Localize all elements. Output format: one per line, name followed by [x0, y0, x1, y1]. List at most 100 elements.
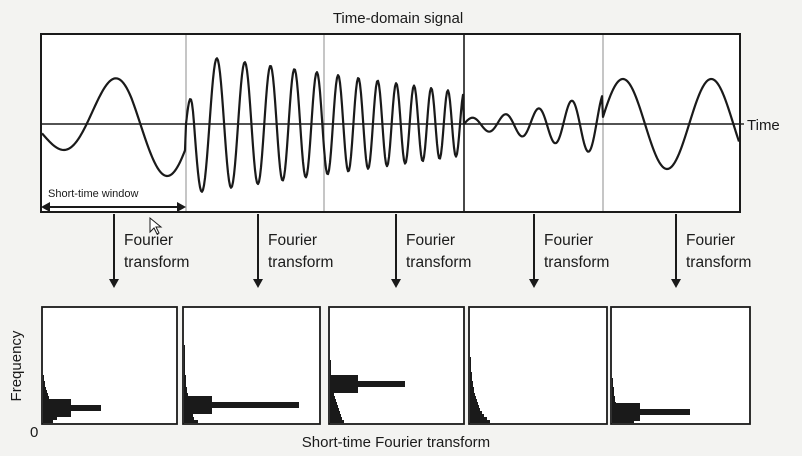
arrow-head	[253, 279, 263, 288]
spectrum-panel	[328, 306, 465, 425]
arrow-head	[529, 279, 539, 288]
spectrum-bar	[470, 372, 472, 375]
fourier-transform-label-line1: Fourier	[268, 232, 317, 249]
spectrum-bar	[330, 393, 334, 396]
spectrum-bar	[43, 393, 48, 396]
spectrum-bar	[470, 384, 473, 387]
double-arrow-icon	[41, 202, 186, 212]
spectrum-peak-bar	[330, 381, 405, 387]
spectrum-bar	[330, 411, 340, 414]
spectrum-bar	[43, 420, 53, 423]
arrow-head	[671, 279, 681, 288]
spectrum-bar	[470, 381, 473, 384]
spectrum-peak-block	[612, 403, 640, 421]
spectrum-bar	[184, 393, 188, 396]
fourier-transform-label-line1: Fourier	[686, 232, 735, 249]
spectrum-bar	[43, 387, 46, 390]
spectrum-bar	[43, 384, 45, 387]
spectrum-bar	[470, 375, 472, 378]
spectrum-bar	[612, 393, 614, 396]
spectrum-bar	[470, 405, 479, 408]
spectrum-bar	[470, 369, 471, 372]
short-time-window-label: Short-time window	[48, 188, 139, 200]
spectrum-bar	[184, 354, 185, 357]
spectrum-bar	[184, 390, 187, 393]
spectrum-bar	[330, 399, 336, 402]
spectrum-bar	[330, 360, 331, 363]
spectrum-bar	[330, 366, 331, 369]
spectrum-bar	[470, 396, 476, 399]
spectrum-bar	[470, 420, 490, 423]
fourier-transform-label-line2: transform	[124, 254, 189, 271]
spectrum-bar	[184, 414, 193, 417]
spectrum-peak-bar	[184, 402, 299, 408]
spectrum-bar	[470, 402, 478, 405]
fourier-transform-label-line2: transform	[268, 254, 333, 271]
spectrum-bar	[184, 387, 187, 390]
diagram-title: Time-domain signal	[333, 10, 463, 27]
spectrum-peak-bar	[612, 409, 690, 415]
spectrum-bar	[470, 390, 474, 393]
spectrum-bar	[330, 414, 341, 417]
spectrum-bar	[470, 357, 471, 360]
spectrum-bar	[330, 396, 335, 399]
spectrum-bar	[470, 399, 477, 402]
spectrum-bar	[612, 396, 615, 399]
spectrum-bar	[612, 387, 614, 390]
spectrum-bar	[470, 378, 472, 381]
spectrum-bar	[184, 417, 194, 420]
spectrum-bar	[470, 363, 471, 366]
spectrum-bar	[470, 366, 471, 369]
spectrum-bar	[184, 363, 185, 366]
spectrum-bar	[43, 381, 45, 384]
signal-panel	[40, 33, 741, 213]
spectrum-bar	[470, 417, 487, 420]
spectrum-bar	[612, 381, 613, 384]
spectrum-bar	[470, 393, 475, 396]
spectrum-bar	[184, 369, 185, 372]
spectrum-bar	[330, 405, 338, 408]
spectrum-bar	[612, 399, 615, 402]
mouse-cursor-icon	[149, 216, 163, 235]
spectrum-peak-block	[330, 375, 358, 393]
fourier-transform-label-line1: Fourier	[544, 232, 593, 249]
spectrum-bar	[330, 363, 331, 366]
spectrum-bar	[184, 378, 186, 381]
spectrum-bar	[184, 348, 185, 351]
spectrum-peak-block	[184, 396, 212, 414]
spectrum-bar	[470, 411, 482, 414]
spectrum-bar	[330, 402, 337, 405]
spectrum-bar	[470, 387, 474, 390]
spectrum-bar	[330, 369, 331, 372]
fourier-transform-label-line2: transform	[544, 254, 609, 271]
arrow-head	[109, 279, 119, 288]
spectrum-bar	[43, 417, 57, 420]
spectrum-bar	[470, 408, 480, 411]
spectrum-bar	[184, 360, 185, 363]
spectrum-bar	[184, 351, 185, 354]
fourier-transform-label-line2: transform	[406, 254, 471, 271]
spectrum-bar	[612, 390, 614, 393]
fourier-transform-label-line2: transform	[686, 254, 751, 271]
spectrum-bar	[184, 366, 185, 369]
fourier-transform-label-line1: Fourier	[124, 232, 173, 249]
spectrum-bar	[470, 414, 484, 417]
fourier-transform-label-line1: Fourier	[406, 232, 455, 249]
spectrum-bar	[43, 396, 49, 399]
frequency-axis-label: Frequency	[8, 330, 25, 401]
spectrum-bar	[184, 357, 185, 360]
arrow-head	[391, 279, 401, 288]
spectrum-bar	[330, 372, 331, 375]
spectrum-bar	[330, 420, 344, 423]
signal-waveform	[41, 57, 741, 193]
spectrum-bar	[612, 420, 634, 423]
spectrum-bar	[184, 420, 198, 423]
spectrum-peak-block	[43, 399, 71, 417]
spectrum-bar	[43, 378, 44, 381]
spectrum-bar	[184, 372, 185, 375]
spectrum-bar	[184, 384, 186, 387]
spectrum-bar	[612, 384, 613, 387]
spectrum-bar	[184, 345, 185, 348]
spectrum-bar	[330, 408, 339, 411]
